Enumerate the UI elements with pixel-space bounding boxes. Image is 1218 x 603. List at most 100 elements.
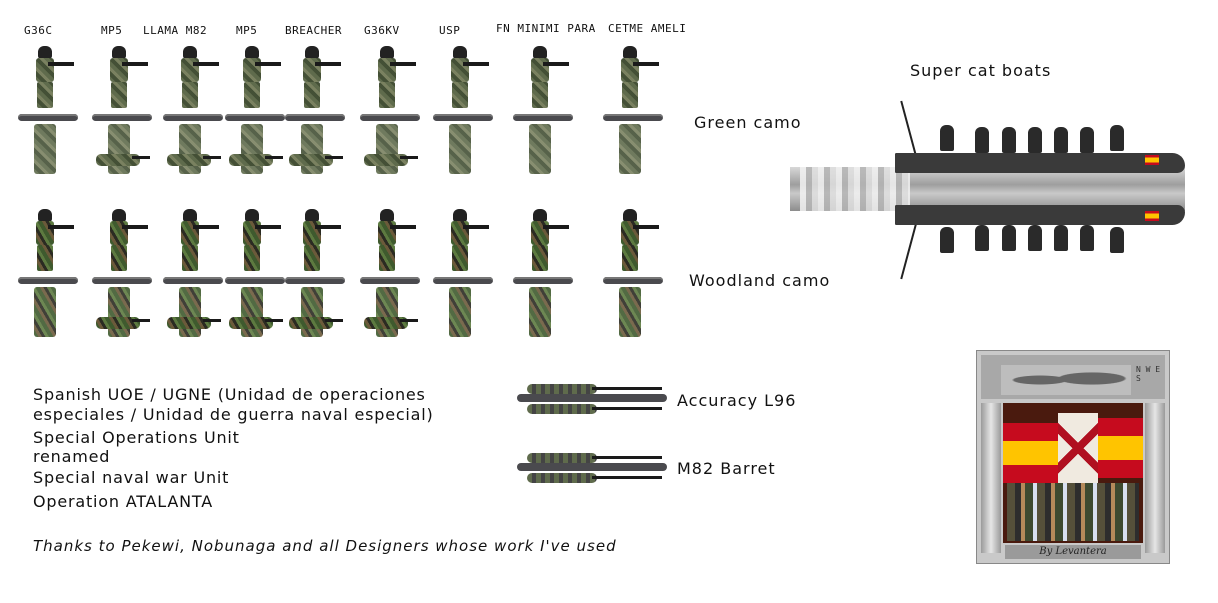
sprite-base [18, 277, 78, 284]
soldier-reflection [179, 287, 201, 337]
sniper-l96-sprite [517, 378, 667, 418]
sniper-m82-sprite [517, 445, 667, 485]
soldier-gun [255, 62, 281, 66]
boat-crew-reflection [975, 225, 989, 251]
frame-header: N W E S [981, 355, 1165, 399]
soldier-gun [390, 62, 416, 66]
info-line-1: Spanish UOE / UGNE (Unidad de operacione… [33, 385, 426, 404]
prone-soldier [289, 154, 333, 166]
weapon-label-mp5: MP5 [101, 24, 123, 37]
soldier-head [38, 46, 52, 59]
info-line-2: especiales / Unidad de guerra naval espe… [33, 405, 434, 424]
info-line-5: Special naval war Unit [33, 468, 230, 487]
soldier-sprite [603, 205, 663, 355]
soldier-gun [122, 225, 148, 229]
prone-gun [400, 156, 418, 159]
sprite-base [225, 114, 285, 121]
prone-gun [325, 319, 343, 322]
sniper-base [517, 463, 667, 471]
soldier-legs [452, 82, 468, 108]
prone-soldier [229, 154, 273, 166]
sprite-base [433, 114, 493, 121]
prone-soldier [364, 317, 408, 329]
soldier-reflection [179, 124, 201, 174]
soldier-head [533, 209, 547, 222]
soldier-gun [315, 62, 341, 66]
prone-gun [132, 156, 150, 159]
weapon-label-g36c: G36C [24, 24, 53, 37]
boat-crew-reflection [1028, 225, 1042, 251]
soldier-legs [304, 245, 320, 271]
soldier-legs [37, 82, 53, 108]
prone-gun [203, 319, 221, 322]
sniper-body-reflection [527, 473, 597, 483]
soldier-sprite [360, 42, 420, 192]
soldier-head [305, 209, 319, 222]
soldier-sprite [285, 42, 345, 192]
soldier-reflection [449, 124, 471, 174]
info-line-4: renamed [33, 447, 111, 466]
sprite-base [513, 277, 573, 284]
soldier-reflection [619, 287, 641, 337]
sniper-m82-label: M82 Barret [677, 459, 776, 478]
soldier-head [112, 46, 126, 59]
soldier-gun [543, 225, 569, 229]
sprite-base [433, 277, 493, 284]
soldier-reflection [301, 124, 323, 174]
compass-icon: N W E S [1136, 365, 1161, 383]
soldier-legs [304, 82, 320, 108]
soldier-reflection [34, 287, 56, 337]
soldier-reflection [529, 124, 551, 174]
boat-hull [895, 153, 1185, 173]
weapon-label-llama-m82: LLAMA M82 [143, 24, 208, 37]
soldier-reflection [34, 124, 56, 174]
boat-crew [1002, 127, 1016, 153]
weapon-label-usp: USP [439, 24, 461, 37]
boat-crew [1028, 127, 1042, 153]
soldier-gun [633, 225, 659, 229]
sniper-body [527, 453, 597, 463]
spanish-flag-icon [1003, 423, 1063, 483]
woodland-camo-label: Woodland camo [689, 271, 831, 290]
soldier-sprite [18, 205, 78, 355]
soldier-gun [255, 225, 281, 229]
soldier-legs [182, 245, 198, 271]
boat-antenna [900, 100, 918, 160]
soldier-sprite [18, 42, 78, 192]
soldier-reflection [376, 124, 398, 174]
soldier-head [112, 209, 126, 222]
soldier-sprite [225, 205, 285, 355]
soldier-gun [543, 62, 569, 66]
soldier-gun [315, 225, 341, 229]
soldier-gun [122, 62, 148, 66]
prone-gun [132, 319, 150, 322]
soldier-sprite [513, 42, 573, 192]
soldiers-group [1007, 483, 1139, 541]
soldier-head [453, 209, 467, 222]
soldier-reflection [619, 124, 641, 174]
soldier-sprite [163, 42, 223, 192]
soldier-sprite [513, 205, 573, 355]
frame-scene [1003, 403, 1143, 543]
soldier-head [183, 209, 197, 222]
frame-column-left [981, 403, 1001, 553]
prone-soldier [289, 317, 333, 329]
prone-gun [203, 156, 221, 159]
sprite-base [18, 114, 78, 121]
soldier-gun [633, 62, 659, 66]
soldier-legs [379, 245, 395, 271]
soldier-gun [390, 225, 416, 229]
soldier-reflection [108, 124, 130, 174]
prone-gun [400, 319, 418, 322]
sprite-base [513, 114, 573, 121]
soldier-legs [37, 245, 53, 271]
soldier-sprite [603, 42, 663, 192]
weapon-label-fn-minimi: FN MINIMI PARA [496, 22, 596, 35]
levantera-signature-frame: N W E S By Levantera [976, 350, 1170, 564]
boat-crew-reflection [1110, 227, 1124, 253]
prone-soldier [229, 317, 273, 329]
soldier-legs [182, 82, 198, 108]
soldier-reflection [301, 287, 323, 337]
soldier-reflection [241, 124, 263, 174]
soldier-head [453, 46, 467, 59]
